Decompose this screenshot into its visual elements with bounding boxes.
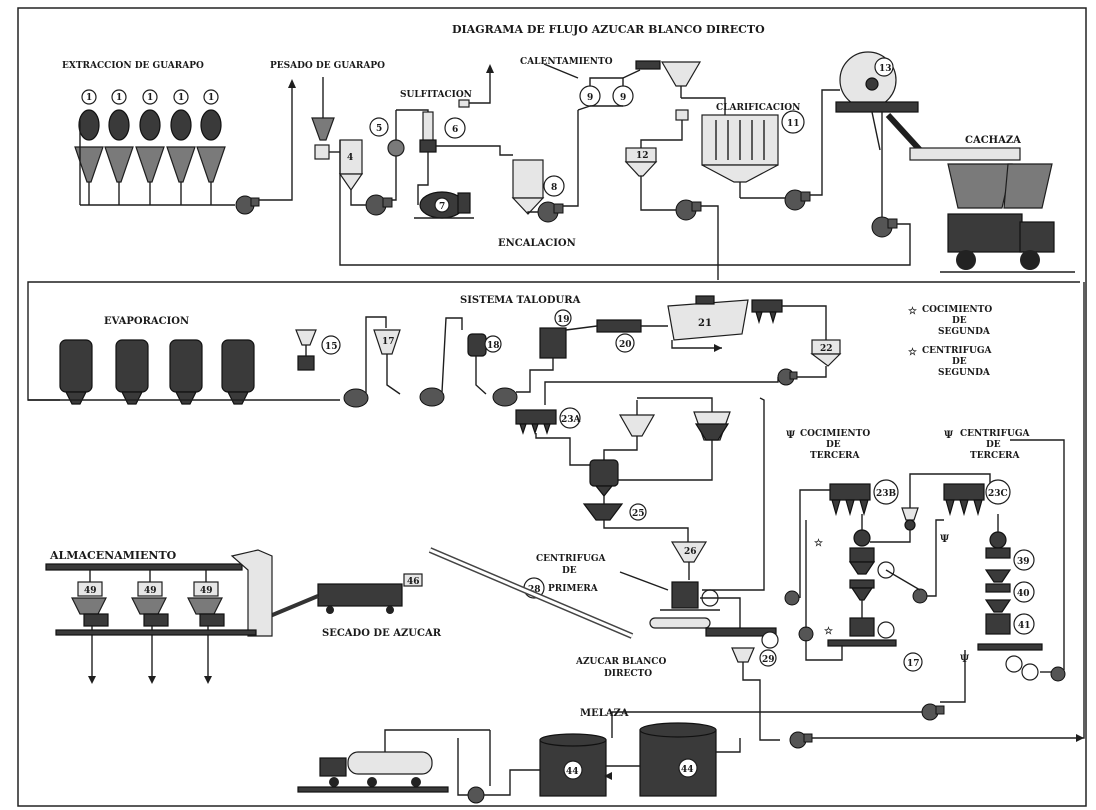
svg-text:23A: 23A — [561, 415, 582, 425]
svg-text:☆: ☆ — [814, 538, 823, 549]
svg-text:CENTRIFUGA: CENTRIFUGA — [960, 429, 1031, 439]
svg-text:13: 13 — [879, 64, 892, 74]
label-azucar-blanco-1: AZUCAR BLANCO — [575, 657, 666, 667]
pump-17 — [420, 388, 444, 406]
svg-text:23B: 23B — [876, 489, 897, 499]
svg-text:COCIMIENTO: COCIMIENTO — [800, 429, 870, 439]
svg-text:49: 49 — [200, 586, 213, 596]
svg-text:25: 25 — [632, 509, 645, 519]
pump-third-link — [913, 589, 927, 603]
svg-text:18: 18 — [487, 341, 500, 351]
svg-text:19: 19 — [557, 315, 570, 325]
svg-text:22: 22 — [820, 344, 833, 354]
label-sulfitacion: SULFITACION — [400, 90, 472, 100]
svg-text:12: 12 — [636, 151, 649, 161]
pump-evap — [344, 389, 368, 407]
svg-text:8: 8 — [551, 183, 557, 193]
label-sistema: SISTEMA TALODURA — [460, 295, 581, 306]
svg-text:TERCERA: TERCERA — [810, 451, 861, 461]
svg-text:9: 9 — [620, 93, 626, 103]
label-centrifuga-primera-2: PRIMERA — [548, 584, 599, 594]
svg-text:17: 17 — [907, 659, 920, 669]
svg-text:4: 4 — [347, 153, 353, 163]
svg-text:DE: DE — [562, 566, 577, 576]
heater-9a: 9 — [580, 86, 600, 106]
label-cachaza: CACHAZA — [965, 135, 1021, 146]
svg-text:DE: DE — [952, 316, 967, 326]
svg-text:41: 41 — [1018, 621, 1031, 631]
diagram-title: DIAGRAMA DE FLUJO AZUCAR BLANCO DIRECTO — [452, 23, 765, 36]
label-evaporacion: EVAPORACION — [104, 316, 189, 327]
heater-9b: 9 — [613, 86, 633, 106]
svg-text:7: 7 — [439, 202, 445, 212]
label-extraccion: EXTRACCION DE GUARAPO — [62, 61, 204, 71]
svg-text:Ψ: Ψ — [944, 430, 954, 441]
svg-text:SEGUNDA: SEGUNDA — [938, 368, 991, 378]
svg-text:1: 1 — [116, 93, 122, 103]
svg-text:9: 9 — [587, 93, 593, 103]
svg-text:15: 15 — [325, 342, 338, 352]
svg-text:49: 49 — [84, 586, 97, 596]
svg-text:SEGUNDA: SEGUNDA — [938, 327, 991, 337]
svg-text:6: 6 — [452, 125, 458, 135]
svg-text:46: 46 — [407, 577, 420, 587]
svg-text:1: 1 — [147, 93, 153, 103]
svg-text:1: 1 — [86, 93, 92, 103]
label-pesado: PESADO DE GUARAPO — [270, 61, 385, 71]
svg-text:39: 39 — [1017, 557, 1030, 567]
svg-text:DE: DE — [952, 357, 967, 367]
svg-text:23C: 23C — [988, 489, 1008, 499]
svg-text:TERCERA: TERCERA — [970, 451, 1021, 461]
svg-text:1: 1 — [208, 93, 214, 103]
label-encalacion: ENCALACION — [498, 238, 576, 249]
svg-text:☆: ☆ — [824, 626, 833, 637]
svg-text:CENTRIFUGA: CENTRIFUGA — [922, 346, 993, 356]
pump-18 — [493, 388, 517, 406]
svg-text:DE: DE — [826, 440, 841, 450]
svg-text:11: 11 — [787, 119, 800, 129]
svg-text:1: 1 — [178, 93, 184, 103]
svg-text:20: 20 — [619, 340, 632, 350]
tank-44b: 44 — [640, 723, 716, 796]
svg-text:DE: DE — [986, 440, 1001, 450]
svg-text:Ψ: Ψ — [940, 534, 950, 545]
svg-text:☆: ☆ — [908, 347, 917, 358]
svg-text:29: 29 — [762, 655, 775, 665]
svg-text:40: 40 — [1017, 589, 1030, 599]
label-clarificacion: CLARIFICACION — [716, 103, 800, 113]
svg-text:☆: ☆ — [908, 306, 917, 317]
label-almacenamiento: ALMACENAMIENTO — [49, 549, 177, 562]
pump-third-out — [1051, 667, 1065, 681]
pump-second-b — [799, 627, 813, 641]
svg-text:COCIMIENTO: COCIMIENTO — [922, 305, 992, 315]
svg-text:5: 5 — [376, 124, 382, 134]
tank-44a: 44 — [540, 734, 606, 796]
label-azucar-blanco-2: DIRECTO — [604, 669, 652, 679]
pump-second-a — [785, 591, 799, 605]
pump-melaza-c — [468, 787, 484, 803]
svg-text:21: 21 — [698, 318, 712, 329]
svg-text:44: 44 — [566, 767, 579, 777]
label-secado: SECADO DE AZUCAR — [322, 628, 442, 639]
svg-text:17: 17 — [382, 337, 395, 347]
label-calentamiento: CALENTAMIENTO — [520, 57, 613, 67]
svg-text:26: 26 — [684, 547, 697, 557]
label-centrifuga-primera-1: CENTRIFUGA — [536, 554, 607, 564]
svg-text:49: 49 — [144, 586, 157, 596]
label-melaza: MELAZA — [580, 708, 629, 719]
svg-text:Ψ: Ψ — [786, 430, 796, 441]
svg-text:44: 44 — [681, 765, 694, 775]
